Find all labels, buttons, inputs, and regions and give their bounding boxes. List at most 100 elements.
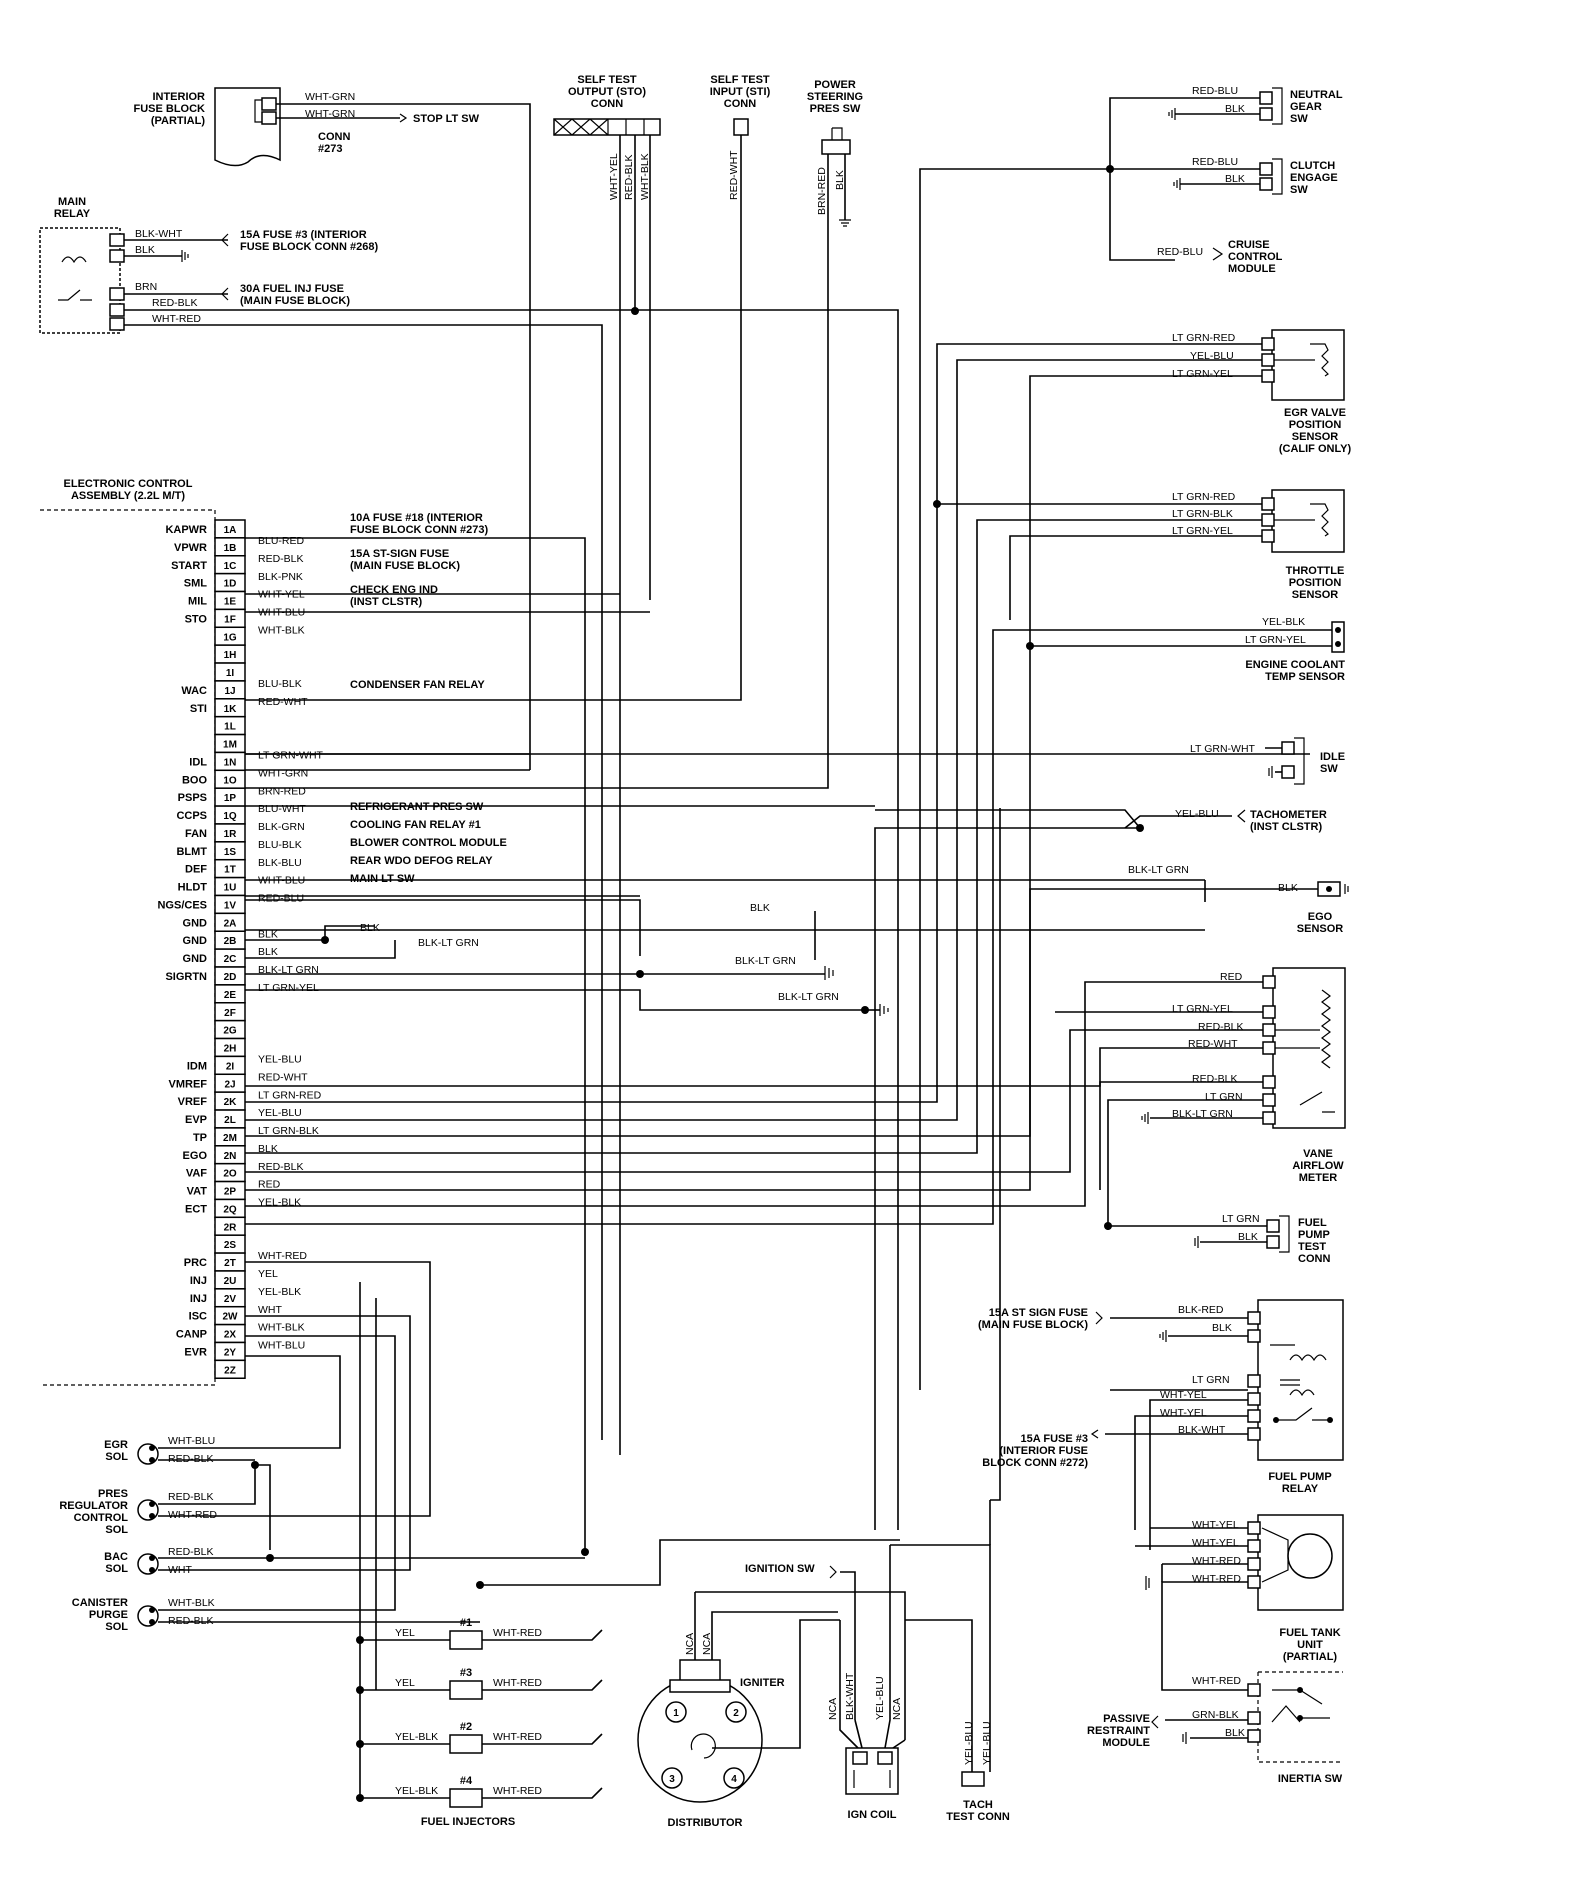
pin-number: 2H — [224, 1044, 237, 1055]
svg-text:RED: RED — [1220, 971, 1243, 983]
pin-wire-color: RED-BLK — [258, 553, 304, 565]
svg-text:LT GRN: LT GRN — [1192, 1374, 1230, 1386]
svg-text:CONN: CONN — [1298, 1253, 1330, 1265]
svg-text:(MAIN FUSE BLOCK): (MAIN FUSE BLOCK) — [978, 1319, 1088, 1331]
pin-signal-name: BLMT — [176, 846, 207, 858]
pin-number: 1C — [224, 561, 237, 572]
svg-text:YEL-BLU: YEL-BLU — [1175, 808, 1219, 820]
pin-wire-color: BLU-BLK — [258, 839, 302, 851]
pin-signal-name: WAC — [181, 685, 207, 697]
svg-text:(MAIN FUSE BLOCK): (MAIN FUSE BLOCK) — [350, 560, 460, 572]
svg-text:WHT-YEL: WHT-YEL — [608, 153, 620, 200]
pin-signal-name: MIL — [188, 596, 207, 608]
pin-wire-color: RED-WHT — [258, 696, 308, 708]
pin-wire-color: BLK-LT GRN — [258, 964, 319, 976]
pin-wire-color: WHT-BLK — [258, 624, 305, 636]
svg-text:WHT-BLU: WHT-BLU — [168, 1435, 215, 1447]
svg-text:ASSEMBLY (2.2L M/T): ASSEMBLY (2.2L M/T) — [71, 490, 185, 502]
pin-signal-name: CANP — [176, 1329, 207, 1341]
pin-wire-color: LT GRN-BLK — [258, 1125, 319, 1137]
svg-text:BLK: BLK — [1225, 1727, 1245, 1739]
svg-text:FUEL: FUEL — [1298, 1217, 1327, 1229]
svg-text:WHT-GRN: WHT-GRN — [305, 91, 355, 103]
svg-text:INERTIA SW: INERTIA SW — [1278, 1773, 1343, 1785]
svg-text:BLOWER CONTROL MODULE: BLOWER CONTROL MODULE — [350, 837, 507, 849]
pin-wire-color: BLK-BLU — [258, 857, 302, 869]
self-test-input-connector: SELF TEST INPUT (STI) CONN — [710, 74, 771, 136]
pin-wire-color: BLK — [258, 1143, 278, 1155]
pin-signal-name: GND — [183, 953, 208, 965]
svg-text:CRUISE: CRUISE — [1228, 239, 1270, 251]
ecu-pin-2z: 2Z — [214, 1359, 246, 1379]
svg-text:WHT-YEL: WHT-YEL — [1192, 1519, 1239, 1531]
svg-text:POSITION: POSITION — [1289, 577, 1342, 589]
svg-text:MAIN: MAIN — [58, 196, 86, 208]
svg-text:LT GRN-YEL: LT GRN-YEL — [1172, 368, 1233, 380]
svg-text:NCA: NCA — [701, 1633, 713, 1655]
ecu-pin-2g: 2G — [214, 1019, 246, 1040]
svg-text:DISTRIBUTOR: DISTRIBUTOR — [668, 1817, 743, 1829]
svg-text:BLK: BLK — [135, 244, 155, 256]
svg-text:IDLE: IDLE — [1320, 751, 1345, 763]
fuel-tank-unit: FUEL TANK UNIT (PARTIAL) — [1247, 1514, 1344, 1663]
pin-signal-name: PRC — [184, 1257, 207, 1269]
svg-text:15A FUSE #3: 15A FUSE #3 — [1021, 1433, 1088, 1445]
svg-text:RESTRAINT: RESTRAINT — [1087, 1725, 1150, 1737]
svg-text:AIRFLOW: AIRFLOW — [1292, 1160, 1344, 1172]
svg-text:WHT-YEL: WHT-YEL — [1160, 1407, 1207, 1419]
pin-wire-color: YEL — [258, 1268, 278, 1280]
svg-text:STOP LT SW: STOP LT SW — [413, 113, 480, 125]
pin-wire-color: WHT — [258, 1304, 282, 1316]
svg-text:BRN-RED: BRN-RED — [816, 167, 828, 215]
svg-text:NEUTRAL: NEUTRAL — [1290, 89, 1343, 101]
ecu-pin-list: 1AKAPWRBLU-RED1BVPWRRED-BLK1CSTARTBLK-PN… — [157, 519, 324, 1379]
pin-number: 2T — [224, 1258, 236, 1269]
svg-text:WHT-GRN: WHT-GRN — [305, 108, 355, 120]
pin-signal-name: GND — [183, 935, 208, 947]
pin-wire-color: BLK-GRN — [258, 821, 305, 833]
pin-number: 2D — [224, 972, 237, 983]
pin-signal-name: INJ — [190, 1275, 207, 1287]
svg-text:LT GRN-RED: LT GRN-RED — [1172, 491, 1236, 503]
pin-number: 1P — [224, 793, 237, 804]
svg-text:BLK-WHT: BLK-WHT — [135, 228, 183, 240]
svg-text:EGO: EGO — [1308, 911, 1333, 923]
svg-text:RED-BLK: RED-BLK — [168, 1491, 214, 1503]
pin-signal-name: PSPS — [178, 792, 207, 804]
svg-text:PRES: PRES — [98, 1488, 128, 1500]
tach-test-connector: TACH TEST CONN — [946, 1771, 1010, 1823]
svg-text:SENSOR: SENSOR — [1297, 923, 1344, 935]
ecu-pin-2r: 2R — [214, 1216, 246, 1236]
injector-wire-out: WHT-RED — [493, 1785, 542, 1797]
svg-text:LT GRN: LT GRN — [1205, 1091, 1243, 1103]
svg-text:ENGINE COOLANT: ENGINE COOLANT — [1245, 659, 1345, 671]
svg-text:WHT-RED: WHT-RED — [152, 313, 201, 325]
pin-signal-name: TP — [193, 1132, 207, 1144]
pin-number: 1S — [224, 847, 237, 858]
svg-text:RED-WHT: RED-WHT — [1188, 1038, 1238, 1050]
svg-text:REFRIGERANT PRES SW: REFRIGERANT PRES SW — [350, 801, 484, 813]
pin-number: 2E — [224, 990, 237, 1001]
pin-number: 2X — [224, 1330, 237, 1341]
engine-coolant-temp-sensor: ENGINE COOLANT TEMP SENSOR — [1245, 621, 1345, 683]
pin-number: 1M — [223, 740, 237, 751]
pin-number: 2C — [224, 954, 237, 965]
svg-text:CONTROL: CONTROL — [74, 1512, 129, 1524]
svg-text:BLK-LT GRN: BLK-LT GRN — [1172, 1108, 1233, 1120]
pin-signal-name: SIGRTN — [165, 971, 207, 983]
svg-text:FUEL PUMP: FUEL PUMP — [1268, 1471, 1331, 1483]
pin-signal-name: VMREF — [169, 1078, 208, 1090]
svg-text:BLK-WHT: BLK-WHT — [844, 1672, 856, 1720]
pin-signal-name: VAT — [187, 1186, 208, 1198]
pin-number: 2L — [224, 1115, 236, 1126]
svg-text:GEAR: GEAR — [1290, 101, 1322, 113]
